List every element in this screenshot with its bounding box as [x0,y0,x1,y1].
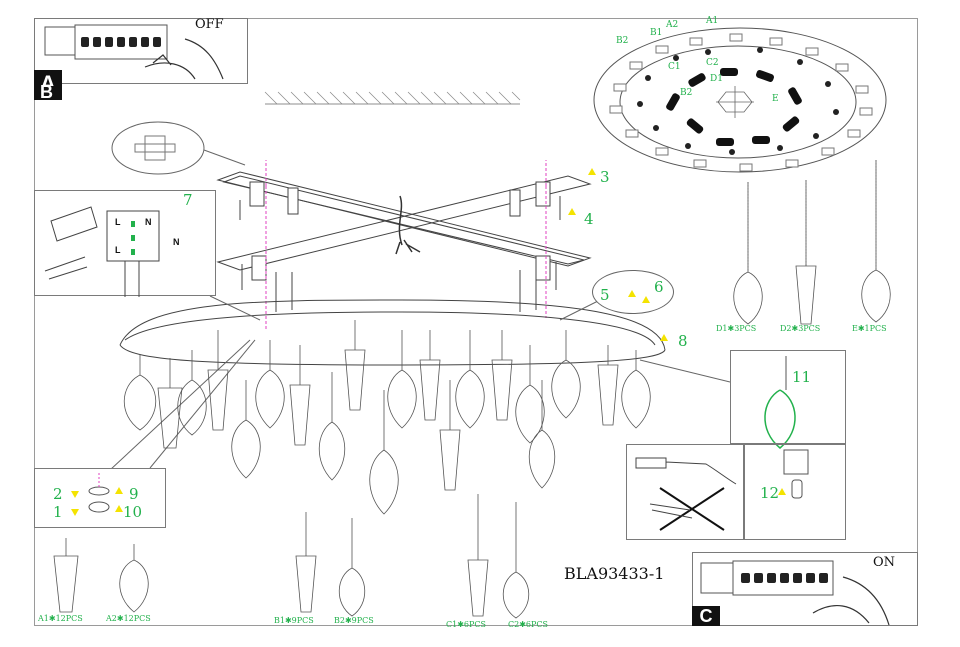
switch-state-on: ON [873,555,896,570]
panel-screw-detail: 2 1 9 10 [34,468,166,528]
step-1: 1 [53,503,63,521]
bulb-icon [791,479,803,499]
panel-wiring-detail: L N N L 7 [34,190,216,297]
arrow-8 [660,334,668,341]
panel-label-c: C [692,606,720,626]
wire-label-n-out: N [173,237,180,247]
panel-bulb-detail [744,444,846,540]
caption-a2: A2✱12PCS [106,614,151,623]
step-3: 3 [600,168,610,186]
switch-icon [700,560,890,626]
top-label-a2: A2 [666,20,679,30]
manual-frame [34,18,918,626]
arrow-9 [115,487,123,494]
caption-a1: A1✱12PCS [38,614,83,623]
caption-d2: D2✱3PCS [780,324,821,333]
top-label-d1: D1 [710,74,723,84]
panel-switch-off: OFF [34,17,248,84]
caption-d1: D1✱3PCS [716,324,757,333]
hand-icon [44,24,224,80]
top-label-c2: C2 [706,58,719,68]
caption-e: E✱1PCS [852,324,887,333]
caption-c1: C1✱6PCS [446,620,486,629]
wire-label-n-top: N [145,217,152,227]
step-2: 2 [53,485,63,503]
top-label-a1: A1 [706,16,719,26]
arrow-5 [628,290,636,297]
arrow-12 [778,488,786,495]
panel-switch-on: ON [692,552,918,626]
panel-letter-b: B [40,82,53,102]
wire-label-l-bottom: L [115,245,121,255]
arrow-10 [115,505,123,512]
wire-label-l-top: L [115,217,121,227]
model-number: BLA93433-1 [564,564,665,583]
arrow-2 [71,491,79,498]
top-label-c1: C1 [668,62,681,72]
panel-crystal-hook-detail [730,350,846,444]
caption-b2: B2✱9PCS [334,616,374,625]
caption-c2: C2✱6PCS [508,620,548,629]
step-8: 8 [678,332,688,350]
step-9: 9 [129,485,139,503]
arrow-1 [71,509,79,516]
panel-plug-detail [626,444,744,540]
step-12: 12 [760,484,780,502]
panel-label-b: B [34,86,62,100]
caption-b1: B1✱9PCS [274,616,314,625]
arrow-4 [568,208,576,215]
top-label-b1: B1 [650,28,663,38]
top-label-e: E [772,94,779,104]
step-4: 4 [584,210,594,228]
top-label-b2-outer: B2 [616,36,629,46]
step-7: 7 [183,191,193,209]
step-6: 6 [654,278,664,296]
cross-icon [659,487,725,531]
top-label-b2-inner: B2 [680,88,693,98]
step-11: 11 [792,368,812,386]
step-5: 5 [600,286,610,304]
switch-state-off: OFF [195,17,224,32]
step-10: 10 [123,503,143,521]
arrow-3 [588,168,596,175]
arrow-6 [642,296,650,303]
